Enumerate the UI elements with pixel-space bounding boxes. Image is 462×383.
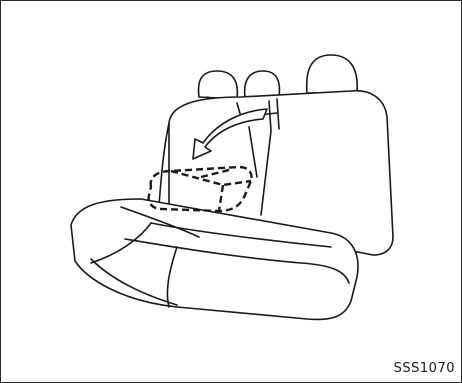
figure-code-label: SSS1070 xyxy=(394,361,455,376)
